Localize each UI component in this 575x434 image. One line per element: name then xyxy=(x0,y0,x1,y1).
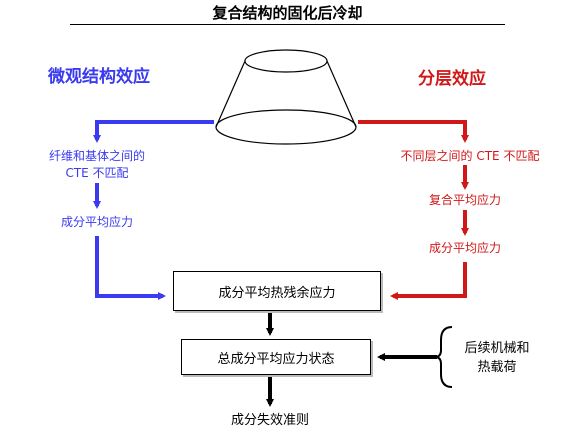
left-cte-mismatch-label: 纤维和基体之间的 CTE 不匹配 xyxy=(22,148,172,182)
right-cte-mismatch-label: 不同层之间的 CTE 不匹配 xyxy=(400,149,540,163)
red-arrow-to-cte-mismatch xyxy=(358,120,469,143)
loads-line1: 后续机械和 xyxy=(464,341,530,356)
right-composite-stress-label: 复合平均应力 xyxy=(428,193,501,207)
left-cause-line2: CTE 不匹配 xyxy=(65,166,129,180)
microstructure-effect-heading: 微观结构效应 xyxy=(48,67,150,87)
residual-stress-label: 成分平均热残余应力 xyxy=(218,285,336,301)
red-arrow-to-residual-box xyxy=(390,262,467,300)
title-underline xyxy=(70,24,505,25)
total-stress-state-label: 总成分平均应力状态 xyxy=(217,351,335,367)
load-brace xyxy=(434,326,453,388)
total-stress-state-box: 总成分平均应力状态 xyxy=(181,339,371,375)
lamination-effect-heading: 分层效应 xyxy=(418,69,486,89)
truncated-cone-icon xyxy=(215,49,357,145)
residual-stress-box: 成分平均热残余应力 xyxy=(173,271,381,311)
left-component-stress-label: 成分平均应力 xyxy=(60,215,133,229)
right-component-stress-label: 成分平均应力 xyxy=(428,241,501,255)
left-cause-line1: 纤维和基体之间的 xyxy=(48,149,145,163)
failure-criterion-label: 成分失效准则 xyxy=(230,413,309,428)
blue-arrow-to-residual-box xyxy=(95,236,166,300)
subsequent-loads-label: 后续机械和 热载荷 xyxy=(452,339,542,377)
loads-line2: 热载荷 xyxy=(477,360,517,375)
blue-arrow-to-cte-mismatch xyxy=(93,120,214,143)
diagram-title: 复合结构的固化后冷却 xyxy=(212,4,363,22)
